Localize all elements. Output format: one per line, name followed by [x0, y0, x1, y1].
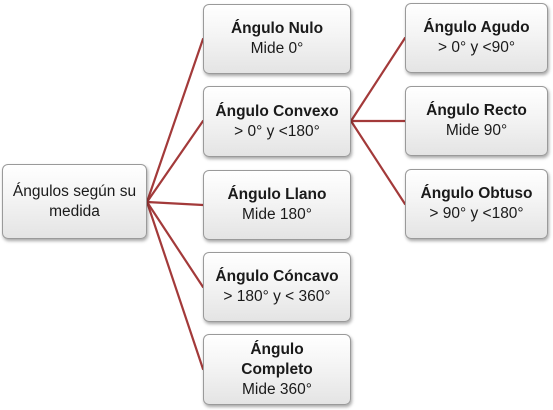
connector-root-to-llano — [145, 200, 205, 207]
node-title: Ángulo Llano — [227, 186, 327, 203]
connector-root-to-convexo — [145, 119, 205, 204]
connector-convexo-to-agudo — [349, 36, 407, 123]
node-angulo-recto: Ángulo Recto Mide 90° — [405, 86, 548, 156]
node-detail: > 0° y <180° — [234, 122, 320, 140]
node-title: Ángulo Recto — [426, 102, 527, 119]
node-detail: Mide 90° — [445, 122, 508, 139]
node-angulo-nulo: Ángulo Nulo Mide 0° — [203, 4, 351, 74]
root-node: Ángulos según su medida — [2, 164, 147, 239]
node-detail: Mide 180° — [242, 206, 312, 223]
node-detail: > 0° y <90° — [437, 39, 516, 56]
connector-root-to-completo — [145, 200, 205, 371]
node-angulo-llano: Ángulo Llano Mide 180° — [203, 170, 351, 240]
node-detail: Mide 360° — [242, 380, 312, 398]
node-angulo-completo: Ángulo Completo Mide 360° — [203, 334, 351, 405]
node-title: Ángulo Convexo — [215, 102, 339, 120]
node-title: Ángulo Cóncavo — [215, 268, 339, 285]
node-detail: > 90° y <180° — [429, 205, 524, 222]
node-title: Ángulo Completo — [241, 340, 313, 378]
node-angulo-obtuso: Ángulo Obtuso > 90° y <180° — [405, 169, 548, 239]
node-detail: Mide 0° — [250, 40, 304, 57]
node-angulo-concavo: Ángulo Cóncavo > 180° y < 360° — [203, 252, 351, 322]
node-angulo-agudo: Ángulo Agudo > 0° y <90° — [405, 3, 548, 73]
node-title: Ángulo Agudo — [423, 19, 530, 36]
connector-root-to-nulo — [145, 37, 205, 204]
node-angulo-convexo: Ángulo Convexo > 0° y <180° — [203, 86, 351, 157]
connector-root-to-concavo — [145, 200, 205, 289]
connector-convexo-to-obtuso — [349, 119, 407, 206]
root-label: Ángulos según su medida — [12, 182, 137, 220]
node-title: Ángulo Nulo — [230, 20, 324, 37]
node-title: Ángulo Obtuso — [420, 185, 533, 202]
node-detail: > 180° y < 360° — [223, 288, 331, 305]
